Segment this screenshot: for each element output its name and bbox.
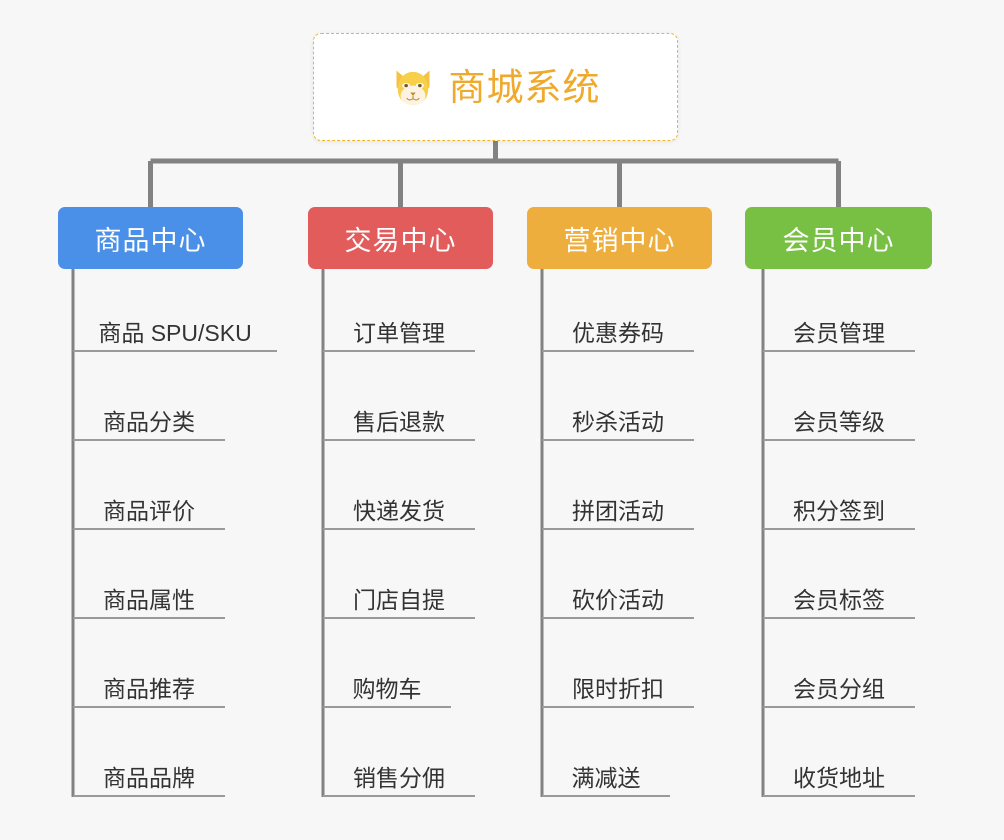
leaf-item[interactable]: 秒杀活动 [542,381,694,441]
leaf-item-label: 商品属性 [103,586,195,613]
category-label: 会员中心 [782,225,895,256]
leaf-item[interactable]: 拼团活动 [542,470,694,530]
leaf-item-label: 商品品牌 [103,764,195,791]
leaf-item[interactable]: 商品分类 [73,381,225,441]
leaf-item[interactable]: 销售分佣 [323,737,475,797]
leaf-item[interactable]: 商品评价 [73,470,225,530]
leaf-item-label: 售后退款 [353,408,445,435]
leaf-item-label: 快递发货 [353,497,445,524]
leaf-item[interactable]: 限时折扣 [542,648,694,708]
root-node[interactable]: 商城系统 [313,33,678,141]
leaf-item-label: 满减送 [571,764,641,791]
leaf-item-label: 商品分类 [103,408,195,435]
leaf-item-label: 商品 SPU/SKU [98,319,252,346]
leaf-item-label: 会员分组 [793,675,885,702]
leaf-item[interactable]: 商品推荐 [73,648,225,708]
leaf-item[interactable]: 会员管理 [763,292,915,352]
leaf-item[interactable]: 购物车 [323,648,451,708]
leaf-item[interactable]: 会员分组 [763,648,915,708]
leaf-item[interactable]: 订单管理 [323,292,475,352]
category-box-4[interactable]: 会员中心 [745,207,932,269]
leaf-item[interactable]: 会员标签 [763,559,915,619]
leaf-item[interactable]: 快递发货 [323,470,475,530]
leaf-item[interactable]: 商品属性 [73,559,225,619]
leaf-item[interactable]: 积分签到 [763,470,915,530]
leaf-item[interactable]: 会员等级 [763,381,915,441]
leaf-item-label: 限时折扣 [572,675,664,702]
leaf-item[interactable]: 门店自提 [323,559,475,619]
leaf-item-label: 拼团活动 [572,497,664,524]
leaf-item-label: 优惠券码 [572,319,664,346]
category-label: 交易中心 [344,225,457,256]
category-box-3[interactable]: 营销中心 [527,207,712,269]
leaf-item-label: 门店自提 [353,586,445,613]
leaf-item-label: 会员管理 [793,319,885,346]
leaf-item[interactable]: 商品品牌 [73,737,225,797]
category-box-1[interactable]: 商品中心 [58,207,243,269]
leaf-item-label: 商品评价 [103,497,195,524]
leaf-item-label: 秒杀活动 [572,408,664,435]
leaf-item-label: 商品推荐 [103,675,195,702]
dog-face-icon [396,70,429,105]
leaf-item-label: 订单管理 [353,319,445,346]
leaf-item-label: 积分签到 [793,497,885,524]
root-title: 商城系统 [448,66,601,108]
leaf-item[interactable]: 满减送 [542,737,670,797]
leaf-item-label: 砍价活动 [572,586,664,613]
leaf-item[interactable]: 商品 SPU/SKU [73,292,277,352]
category-label: 营销中心 [563,225,676,256]
leaf-item-label: 收货地址 [793,764,885,791]
leaf-item-label: 销售分佣 [353,764,445,791]
leaf-item[interactable]: 优惠券码 [542,292,694,352]
leaf-item-label: 会员标签 [793,586,885,613]
category-box-2[interactable]: 交易中心 [308,207,493,269]
leaf-item-label: 购物车 [352,675,422,702]
category-label: 商品中心 [94,225,207,256]
leaf-item[interactable]: 收货地址 [763,737,915,797]
leaf-item[interactable]: 售后退款 [323,381,475,441]
leaf-item[interactable]: 砍价活动 [542,559,694,619]
leaf-item-label: 会员等级 [793,408,885,435]
